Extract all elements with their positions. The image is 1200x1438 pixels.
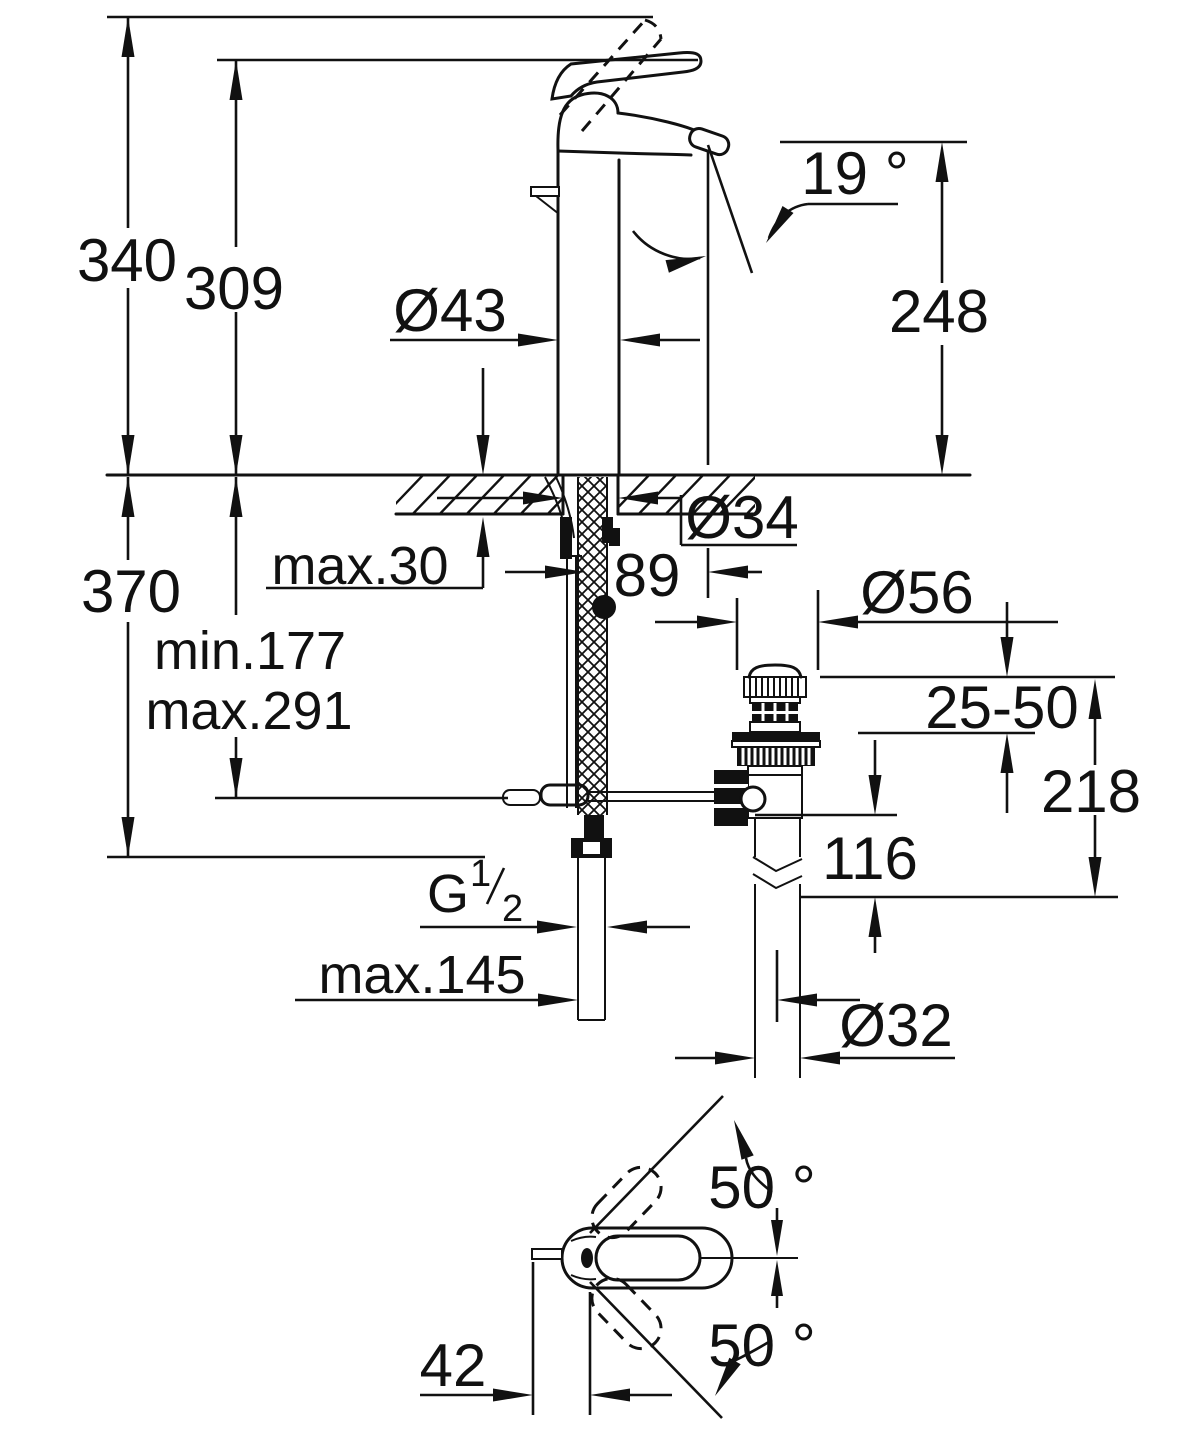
- mounting-nut: [560, 517, 572, 559]
- dim-waste-adjust-range: 25-50: [925, 674, 1078, 741]
- faucet-body: [530, 18, 731, 477]
- pop-up-plug-cap: [747, 663, 803, 679]
- dim-hose-max-length: max.145: [318, 945, 525, 1005]
- aerator: [688, 126, 731, 157]
- dim-rod-max: max.291: [145, 681, 352, 741]
- dim-swivel-lower: 50 °: [708, 1312, 815, 1379]
- dim-rod-min: min.177: [154, 621, 346, 681]
- dim-spout-reach: 89: [614, 542, 681, 609]
- hose-ball-detail: [592, 595, 616, 619]
- front-dimensions: 340 309 370 min.177 max.291: [77, 15, 1141, 1065]
- spout-bottom-edge: [617, 151, 693, 157]
- spout-top-edge: [616, 111, 705, 136]
- dim-thread-denominator: 2: [502, 888, 523, 930]
- knob-top-view: [531, 1248, 563, 1260]
- top-view: 50 ° 50 ° 42: [420, 1095, 816, 1419]
- knurl-band: [749, 678, 799, 696]
- deck-hatching-right: [618, 476, 755, 514]
- dim-waste-lower-height: 116: [822, 825, 918, 892]
- dim-waste-flange-diameter: Ø56: [860, 559, 973, 626]
- dim-waste-height: 218: [1041, 758, 1141, 825]
- waste-flange: [732, 732, 820, 741]
- pivot-marker: [581, 1248, 593, 1268]
- dim-hole-diameter: Ø34: [685, 484, 798, 551]
- dim-thread-numerator: 1: [470, 853, 491, 895]
- handle-raised-dashed-upper: [590, 1165, 663, 1240]
- rod-clevis: [539, 783, 590, 807]
- dim-waste-pipe-diameter: Ø32: [839, 992, 952, 1059]
- lever-handle: [550, 51, 703, 101]
- drain-assembly: [714, 663, 821, 1078]
- ribs: [741, 748, 811, 765]
- dim-below-deck-height: 370: [81, 558, 181, 625]
- handle-raised-dashed-lower: [590, 1276, 663, 1351]
- supply-hose: [544, 476, 620, 1021]
- dim-overall-height: 340: [77, 227, 177, 294]
- handle-outline: [594, 1234, 702, 1282]
- lever-handle-raised-dashed: [558, 18, 663, 132]
- dim-spout-angle: 19 °: [801, 140, 908, 207]
- dim-thread-letter: G: [427, 864, 469, 924]
- dim-handle-offset: 42: [420, 1332, 487, 1399]
- dim-body-diameter: Ø43: [393, 277, 506, 344]
- pop-up-rod: [502, 555, 722, 808]
- dim-swivel-upper: 50 °: [708, 1154, 815, 1221]
- pull-rod-knob: [530, 186, 560, 215]
- rod-end-cap: [502, 789, 541, 806]
- ball-joint: [739, 785, 767, 813]
- pipe-break-symbol: [752, 856, 803, 873]
- dim-outlet-height: 248: [889, 278, 989, 345]
- hose-end-fitting: [584, 815, 604, 838]
- dim-deck-thickness: max.30: [271, 536, 448, 596]
- front-view: 340 309 370 min.177 max.291: [77, 15, 1141, 1078]
- dim-height-to-spout: 309: [184, 255, 284, 322]
